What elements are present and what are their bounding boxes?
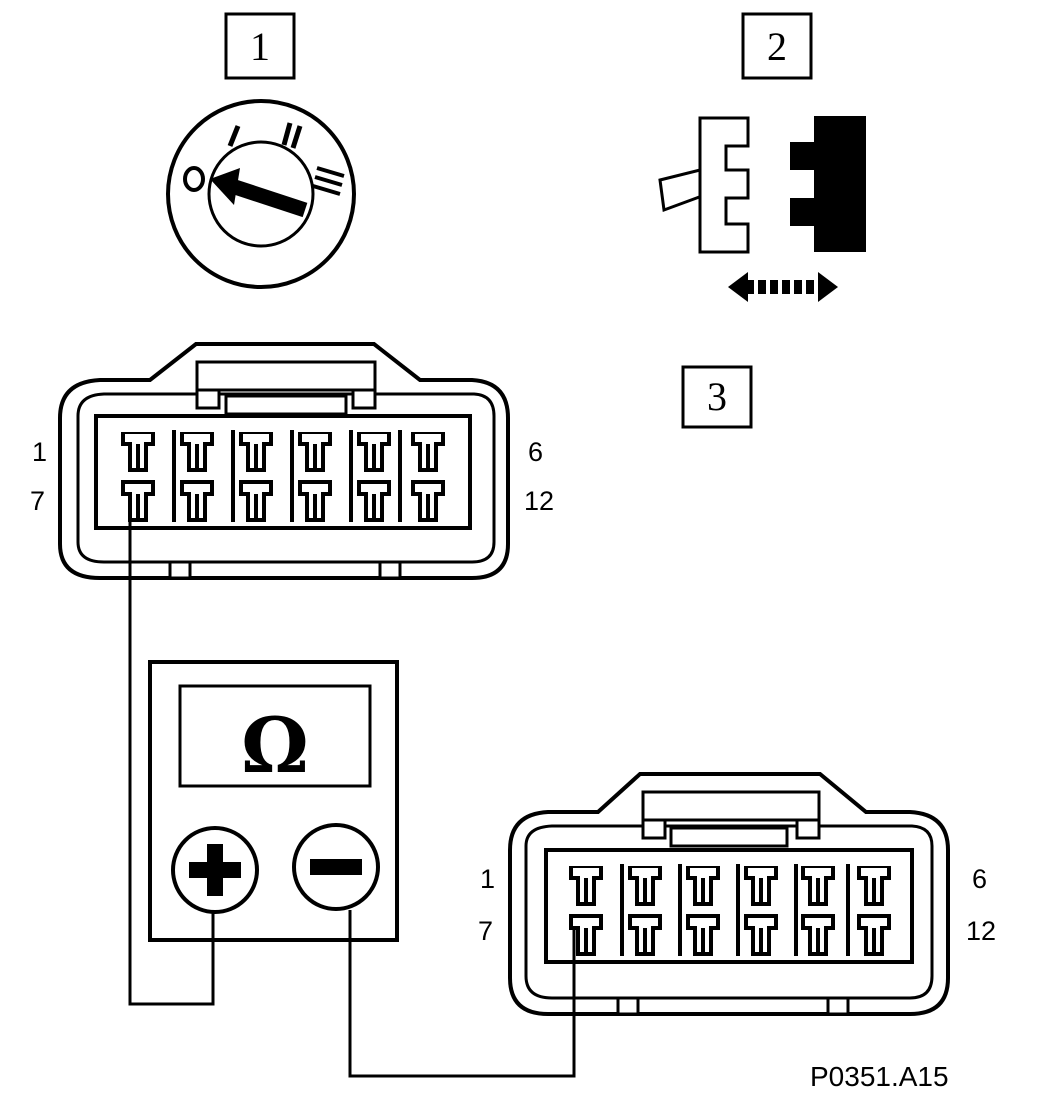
latch-tab: [658, 168, 704, 213]
position-2-mark: [281, 122, 303, 149]
connector-upper-dividers: [172, 430, 402, 522]
positive-terminal: [171, 826, 259, 914]
figure-code: P0351.A15: [810, 1061, 949, 1092]
connector-upper-latch: [195, 360, 377, 416]
callout-1: 1: [224, 12, 296, 80]
ohm-symbol: Ω: [241, 701, 309, 790]
plus-icon: [189, 844, 241, 896]
negative-test-lead: [348, 910, 576, 1078]
connector-upper-keys: [168, 560, 402, 580]
key-pointer-arrow: [210, 168, 308, 218]
connector-upper-pin-7-label: 7: [30, 486, 45, 516]
connector-lower-latch: [641, 790, 821, 848]
connector-lower-dividers: [620, 864, 850, 956]
minus-icon: [310, 859, 362, 875]
connector-upper-housing-inner: [76, 392, 496, 564]
connector-upper-pin-1-label: 1: [32, 437, 47, 467]
connector-upper-face: [94, 414, 472, 530]
position-1-mark: [227, 125, 241, 147]
connector-upper-pin-6-label: 6: [528, 437, 543, 467]
separate-double-arrow: [728, 272, 838, 302]
connector-lower-face: [544, 848, 914, 964]
male-connector-half: [790, 116, 866, 252]
connector-lower-pin-12-label: 12: [966, 916, 996, 946]
callout-2-label: 2: [767, 24, 787, 69]
position-3-mark: [312, 166, 345, 196]
ohmmeter: Ω: [148, 660, 399, 942]
callout-3: 3: [681, 365, 753, 429]
connector-upper-pin-12-label: 12: [524, 486, 554, 516]
ignition-switch: [166, 99, 356, 289]
positive-test-lead: [128, 498, 215, 1006]
connector-lower: 1 7 6 12: [478, 772, 996, 1016]
connector-disconnect-illustration: [658, 116, 866, 302]
callout-2: 2: [741, 12, 813, 80]
negative-terminal: [292, 823, 380, 911]
position-0-mark: [183, 166, 205, 192]
connector-lower-housing-inner: [524, 824, 934, 1000]
connector-lower-keys: [616, 996, 850, 1016]
connector-lower-pin-7-label: 7: [478, 916, 493, 946]
callout-3-label: 3: [707, 374, 727, 419]
callout-1-label: 1: [250, 24, 270, 69]
connector-upper: 1 7 6 12: [30, 342, 554, 580]
connector-lower-pin-6-label: 6: [972, 864, 987, 894]
connector-lower-pin-1-label: 1: [480, 864, 495, 894]
ohmmeter-display: [178, 684, 372, 788]
female-connector-half: [698, 116, 750, 254]
